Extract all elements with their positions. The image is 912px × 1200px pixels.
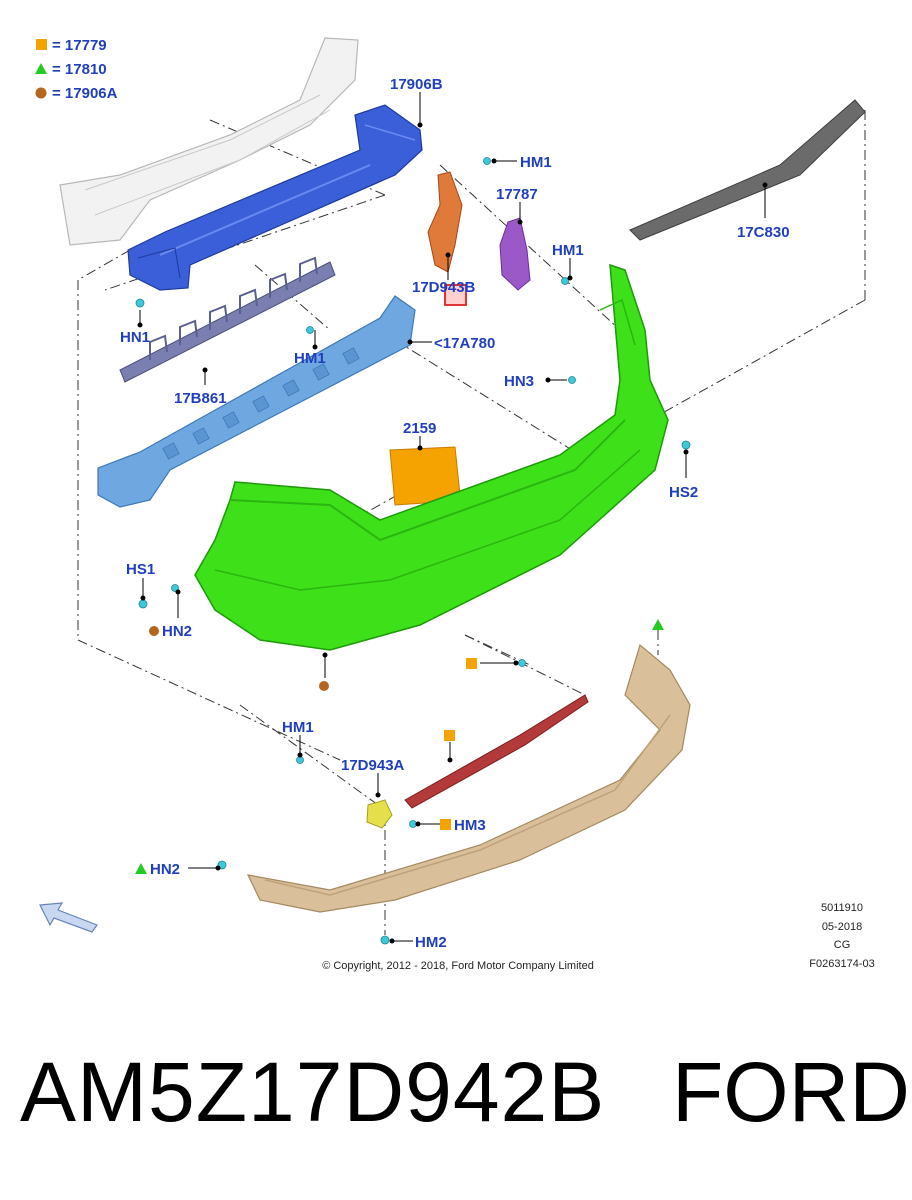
lower-valance bbox=[246, 643, 691, 913]
callout-17C830: 17C830 bbox=[737, 224, 790, 241]
callout-17B861: 17B861 bbox=[174, 390, 227, 407]
lower-bracket bbox=[404, 694, 589, 809]
callout-hs1: HS1 bbox=[126, 561, 155, 578]
direction-arrow-icon bbox=[39, 902, 98, 933]
callout-labels: 17906B HM1 17787 HM1 17C830 17D943B <17A… bbox=[120, 76, 790, 951]
assembly-lines bbox=[77, 110, 866, 935]
callout-hn2-left: HN2 bbox=[162, 623, 192, 640]
callout-hm1-left: HM1 bbox=[294, 350, 326, 367]
callout-hn2-bottom: HN2 bbox=[150, 861, 180, 878]
brand-name: FORD bbox=[672, 1045, 910, 1139]
callout-hm3: HM3 bbox=[454, 817, 486, 834]
bracket-17D943B bbox=[427, 171, 467, 306]
callout-hm1-top: HM1 bbox=[520, 154, 552, 171]
legend-triangle-icon bbox=[35, 63, 47, 74]
legend-item-17779: = 17779 bbox=[52, 37, 107, 54]
legend: = 17779 = 17810 = 17906A bbox=[35, 37, 118, 102]
clip-17D943A bbox=[366, 799, 393, 829]
callout-hm2: HM2 bbox=[415, 934, 447, 951]
legend-circle-icon bbox=[35, 87, 47, 99]
meta-date: 05-2018 bbox=[822, 921, 862, 933]
callout-17D943A: 17D943A bbox=[341, 757, 405, 774]
product-caption: AM5Z17D942B FORD bbox=[0, 1040, 912, 1180]
upper-reinforcement bbox=[59, 37, 359, 246]
callout-hn3-top: HN3 bbox=[504, 373, 534, 390]
parts-diagram: = 17779 = 17810 = 17906A 17906B HM1 1778… bbox=[35, 37, 875, 972]
callout-hm1-low: HM1 bbox=[282, 719, 314, 736]
part-number: AM5Z17D942B bbox=[20, 1045, 606, 1139]
callout-17A780: <17A780 bbox=[434, 335, 495, 352]
callout-hs2: HS2 bbox=[669, 484, 698, 501]
trim-17C830 bbox=[629, 99, 866, 241]
copyright-notice: © Copyright, 2012 - 2018, Ford Motor Com… bbox=[322, 960, 594, 972]
callout-2159: 2159 bbox=[403, 420, 436, 437]
legend-item-17906A: = 17906A bbox=[52, 85, 118, 102]
bumper-cover bbox=[194, 263, 669, 651]
callout-17787: 17787 bbox=[496, 186, 538, 203]
meta-cg: CG bbox=[834, 939, 851, 951]
meta-ref: F0263174-03 bbox=[809, 958, 874, 970]
absorber-17A780 bbox=[97, 295, 416, 508]
callout-hm1-mid: HM1 bbox=[552, 242, 584, 259]
callout-17D943B: 17D943B bbox=[412, 279, 476, 296]
leader-dots bbox=[137, 122, 768, 944]
callout-hn1: HN1 bbox=[120, 329, 150, 346]
carrier-17B861 bbox=[119, 256, 336, 383]
diagram-markers bbox=[135, 619, 664, 874]
callout-17906B: 17906B bbox=[390, 76, 443, 93]
bracket-17787 bbox=[499, 217, 531, 291]
drawing-metadata: 5011910 05-2018 CG F0263174-03 bbox=[809, 902, 874, 970]
bumper-beam-17906B bbox=[127, 104, 423, 291]
callout-leaders bbox=[139, 92, 766, 942]
legend-square-icon bbox=[36, 39, 47, 50]
legend-item-17810: = 17810 bbox=[52, 61, 107, 78]
meta-code: 5011910 bbox=[821, 902, 863, 914]
